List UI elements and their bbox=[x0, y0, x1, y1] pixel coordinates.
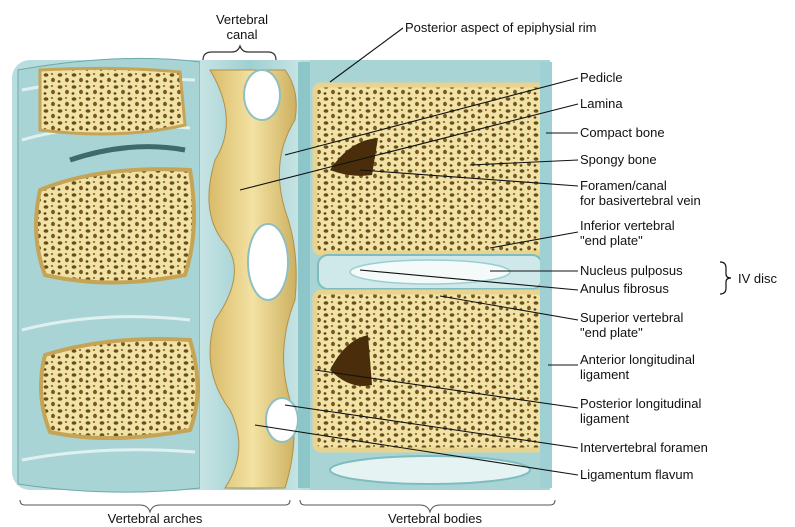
anterior-ligament-strip bbox=[540, 62, 552, 488]
anterior-ligament-label: Anterior longitudinal ligament bbox=[580, 352, 695, 382]
lamina-label: Lamina bbox=[580, 96, 623, 111]
superior-end-plate-label-line1: Superior vertebral bbox=[580, 310, 683, 325]
anterior-ligament-label-line2: ligament bbox=[580, 367, 695, 382]
superior-end-plate-label: Superior vertebral "end plate" bbox=[580, 310, 683, 340]
vertebral-bodies-label: Vertebral bodies bbox=[375, 511, 495, 526]
upper-foramen bbox=[244, 70, 280, 120]
middle-arch-bone bbox=[36, 169, 194, 282]
nucleus-pulposus bbox=[350, 260, 510, 284]
inferior-end-plate-label-line1: Inferior vertebral bbox=[580, 218, 675, 233]
superior-end-plate-label-line2: "end plate" bbox=[580, 325, 683, 340]
vertebral-canal-label: Vertebral canal bbox=[202, 12, 282, 42]
lower-arch-bone bbox=[41, 339, 198, 438]
pedicle-label: Pedicle bbox=[580, 70, 623, 85]
vertebral-canal-region bbox=[200, 60, 300, 490]
inferior-end-plate-label-line2: "end plate" bbox=[580, 233, 675, 248]
inferior-end-plate-label: Inferior vertebral "end plate" bbox=[580, 218, 675, 248]
foramen-canal-label-line1: Foramen/canal bbox=[580, 178, 701, 193]
iv-disc-brace bbox=[720, 262, 731, 294]
posterior-ligament-label-line2: ligament bbox=[580, 411, 701, 426]
spongy-bone-label: Spongy bone bbox=[580, 152, 657, 167]
lower-foramen bbox=[266, 398, 298, 442]
anulus-fibrosus-label: Anulus fibrosus bbox=[580, 281, 669, 296]
vertebral-bodies-region bbox=[310, 60, 552, 490]
vertebral-canal-label-line1: Vertebral bbox=[202, 12, 282, 27]
posterior-aspect-label: Posterior aspect of epiphysial rim bbox=[405, 20, 596, 35]
nucleus-pulposus-label: Nucleus pulposus bbox=[580, 263, 683, 278]
vertebral-arches-region bbox=[18, 58, 200, 492]
foramen-canal-label-line2: for basivertebral vein bbox=[580, 193, 701, 208]
vertebral-arches-label: Vertebral arches bbox=[95, 511, 215, 526]
posterior-ligament-label-line1: Posterior longitudinal bbox=[580, 396, 701, 411]
middle-foramen bbox=[248, 224, 288, 300]
anterior-ligament-label-line1: Anterior longitudinal bbox=[580, 352, 695, 367]
upper-arch-bone bbox=[40, 68, 185, 134]
iv-disc-label: IV disc bbox=[738, 271, 777, 286]
vertebral-canal-label-line2: canal bbox=[202, 27, 282, 42]
posterior-ligament-label: Posterior longitudinal ligament bbox=[580, 396, 701, 426]
canal-bracket bbox=[203, 46, 276, 60]
foramen-canal-label: Foramen/canal for basivertebral vein bbox=[580, 178, 701, 208]
compact-bone-label: Compact bone bbox=[580, 125, 665, 140]
ligamentum-flavum-label: Ligamentum flavum bbox=[580, 467, 693, 482]
posterior-ligament-strip bbox=[298, 62, 312, 488]
intervertebral-foramen-label: Intervertebral foramen bbox=[580, 440, 708, 455]
